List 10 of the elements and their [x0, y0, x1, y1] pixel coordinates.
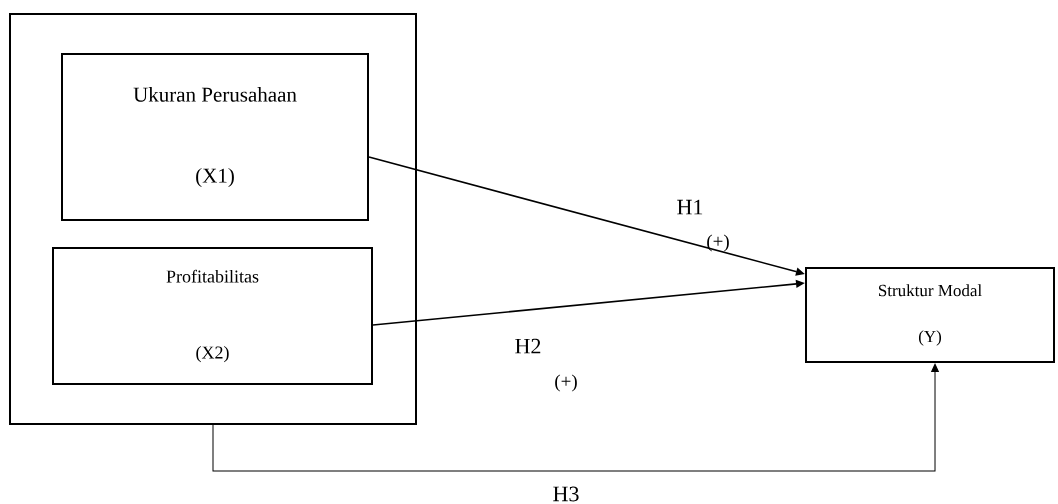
variable-box: Ukuran Perusahaan (X1) [61, 53, 369, 221]
arrow [212, 363, 939, 472]
edge-label: H1 [677, 199, 703, 215]
edge-label: H3 [553, 486, 579, 502]
variable-box: Struktur Modal (Y) [805, 267, 1055, 363]
sign-label: (+) [707, 234, 729, 252]
variable-box: Profitabilitas (X2) [52, 247, 373, 385]
edge-label: H2 [515, 338, 541, 354]
sign-label: (+) [555, 374, 577, 392]
outer-box [9, 13, 417, 425]
